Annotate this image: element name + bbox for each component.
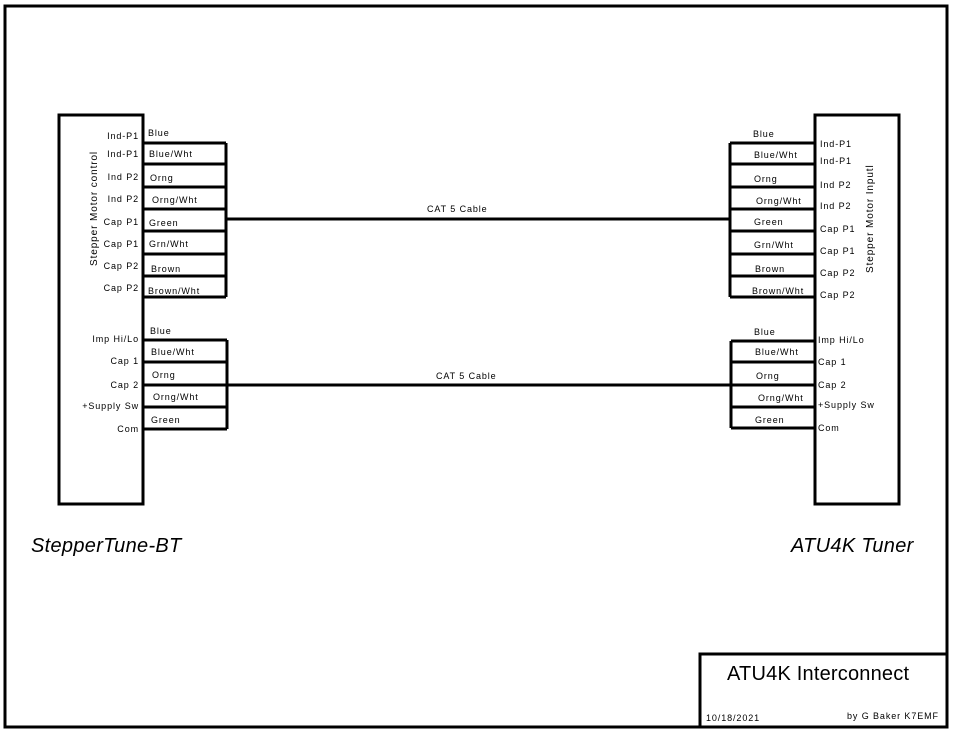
right-cable2-wire-label: Green (755, 415, 785, 425)
right-connector1-pin: Cap P2 (820, 290, 855, 300)
right-connector2-pin: Cap 1 (818, 357, 847, 367)
left-cable1-wire-label: Orng (150, 173, 174, 183)
right-connector2-pin: Cap 2 (818, 380, 847, 390)
right-cable1-wire-label: Blue/Wht (754, 150, 798, 160)
right-cable2-wire-label: Orng (756, 371, 780, 381)
left-device-name: StepperTune-BT (31, 535, 183, 557)
left-connector2-pin: +Supply Sw (82, 401, 139, 411)
left-cable1-wire-label: Grn/Wht (149, 239, 189, 249)
left-connector2-pin: Com (117, 424, 139, 434)
right-connector1-pin: Ind-P1 (820, 139, 852, 149)
left-connector2-pin: Cap 1 (110, 356, 139, 366)
right-connector1-pin: Ind-P1 (820, 156, 852, 166)
right-connector1-pin: Cap P2 (820, 268, 855, 278)
right-cable1-wire-label: Grn/Wht (754, 240, 794, 250)
title-block-title: ATU4K Interconnect (727, 663, 909, 685)
left-connector1-pin: Ind-P1 (107, 131, 139, 141)
right-connector1-pin: Cap P1 (820, 224, 855, 234)
left-cable2-wire-label: Blue (150, 326, 172, 336)
right-cable2-wire-label: Blue/Wht (755, 347, 799, 357)
left-cable1-wire-label: Brown (151, 264, 181, 274)
left-connector1-pin: Ind P2 (108, 194, 139, 204)
left-cable2-wire-label: Orng/Wht (153, 392, 199, 402)
left-cable2-wire-label: Blue/Wht (151, 347, 195, 357)
left-cable1-wire-label: Green (149, 218, 179, 228)
right-cable1-wire-label: Orng (754, 174, 778, 184)
left-cable1-wire-label: Blue (148, 128, 170, 138)
left-connector1-pin: Cap P2 (104, 261, 139, 271)
left-connector2-pin: Imp Hi/Lo (92, 334, 139, 344)
right-cable1-wire-label: Orng/Wht (756, 196, 802, 206)
title-block-author: by G Baker K7EMF (847, 711, 939, 721)
cable1-label: CAT 5 Cable (427, 204, 488, 214)
right-connector1-pin: Cap P1 (820, 246, 855, 256)
title-block-frame (698, 652, 947, 727)
left-cable2-wire-label: Green (151, 415, 181, 425)
left-connector2-pin: Cap 2 (110, 380, 139, 390)
left-connector1-pin: Cap P2 (104, 283, 139, 293)
right-cable1-wire-label: Green (754, 217, 784, 227)
right-connector2-pin: Imp Hi/Lo (818, 335, 865, 345)
cable2-label: CAT 5 Cable (436, 371, 497, 381)
left-cable1-wire-label: Blue/Wht (149, 149, 193, 159)
right-connector1-pin: Ind P2 (820, 201, 851, 211)
title-block-date: 10/18/2021 (706, 713, 760, 723)
right-cable1-wire-label: Brown (755, 264, 785, 274)
left-connector1-pin: Ind-P1 (107, 149, 139, 159)
right-device-name: ATU4K Tuner (790, 535, 915, 557)
left-connector1-pin: Cap P1 (104, 217, 139, 227)
left-connector1-pin: Ind P2 (108, 172, 139, 182)
right-connector2-pin: +Supply Sw (818, 400, 875, 410)
left-device-box (57, 113, 145, 506)
left-cable2-wire-label: Orng (152, 370, 176, 380)
left-cable1-wire-label: Brown/Wht (148, 286, 200, 296)
left-cable1-wire-label: Orng/Wht (152, 195, 198, 205)
right-connector1-pin: Ind P2 (820, 180, 851, 190)
left-connector1-pin: Cap P1 (104, 239, 139, 249)
right-device-box (813, 113, 901, 506)
right-connector1-label: Stepper Motor Inputl (865, 164, 876, 273)
right-cable2-wire-label: Orng/Wht (758, 393, 804, 403)
right-cable1-wire-label: Blue (753, 129, 775, 139)
left-connector1-label: Stepper Motor control (89, 151, 100, 266)
sheet-border (3, 4, 949, 729)
right-cable2-wire-label: Blue (754, 327, 776, 337)
right-connector2-pin: Com (818, 423, 840, 433)
right-cable1-wire-label: Brown/Wht (752, 286, 804, 296)
